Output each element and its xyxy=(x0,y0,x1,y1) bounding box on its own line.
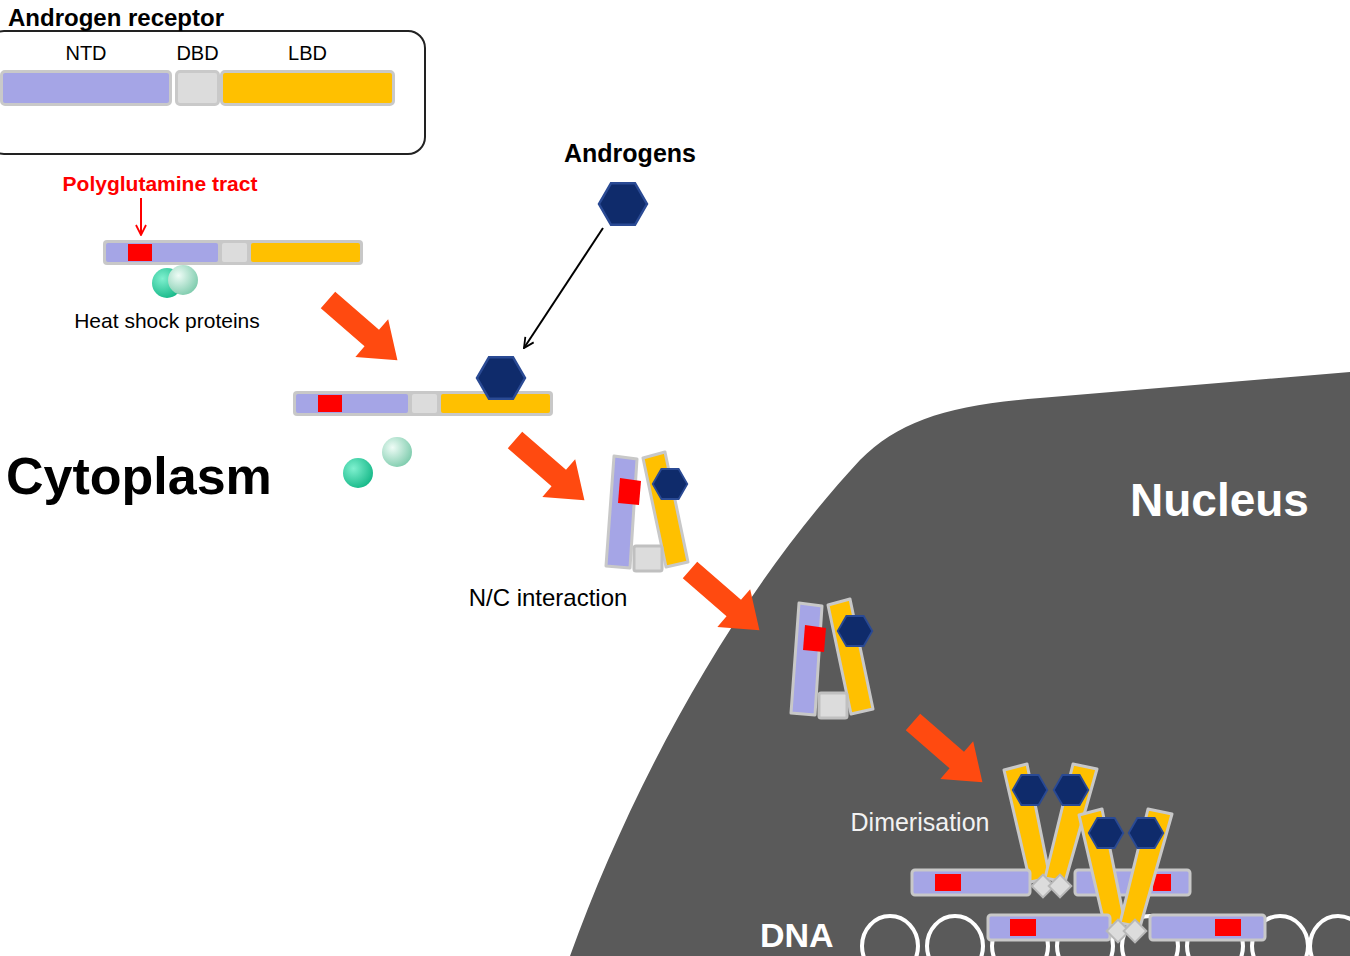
pointer-line xyxy=(140,198,142,235)
ntd-segment xyxy=(1150,915,1265,940)
receptor-bar xyxy=(293,391,553,416)
polyglutamine-segment xyxy=(1010,919,1036,936)
heat-shock-protein xyxy=(152,268,182,298)
dbd-segment xyxy=(1032,875,1055,898)
legend-box: Androgen receptorNTDDBDLBD xyxy=(0,30,426,155)
receptor-bar xyxy=(103,240,363,265)
heat-shock-protein xyxy=(382,437,412,467)
annotation-label: Heat shock proteins xyxy=(74,309,260,333)
dna-loop xyxy=(1187,916,1243,956)
dna-loop xyxy=(862,916,918,956)
folded-receptor xyxy=(791,599,873,718)
dbd-segment xyxy=(1049,875,1072,898)
androgen-hexagon xyxy=(1054,775,1089,805)
polyglutamine-segment xyxy=(1215,919,1241,936)
lbd-domain: LBD xyxy=(220,70,395,106)
ntd-domain: NTD xyxy=(0,70,172,106)
androgen-hexagon xyxy=(1013,775,1048,805)
dna-loop xyxy=(1252,916,1308,956)
dna-loop xyxy=(927,916,983,956)
dbd-domain: DBD xyxy=(175,70,220,106)
process-arrow xyxy=(499,421,601,519)
lbd-segment xyxy=(1079,809,1125,927)
dbd-segment xyxy=(1124,920,1147,943)
region-label: Cytoplasm xyxy=(6,447,272,507)
ntd-domain-text: NTD xyxy=(65,42,106,65)
ntd-segment xyxy=(988,915,1110,940)
lbd-domain-text: LBD xyxy=(288,42,327,65)
dbd-domain-text: DBD xyxy=(176,42,218,65)
nucleus-region: Nucleus xyxy=(570,370,1350,956)
androgen-hexagon xyxy=(1089,818,1124,848)
androgen-hexagon xyxy=(599,183,647,225)
dna-helix xyxy=(862,916,1350,956)
step-label: N/C interaction xyxy=(469,584,628,612)
androgen-hexagon xyxy=(477,357,525,399)
annotation-label: Androgens xyxy=(564,139,696,168)
folded-receptor xyxy=(606,452,688,571)
ntd-segment xyxy=(912,870,1030,895)
ntd-segment xyxy=(1075,870,1190,895)
dna-loop xyxy=(1057,916,1113,956)
androgen-hexagon xyxy=(1129,818,1164,848)
nucleus-region-outline xyxy=(570,370,1350,956)
annotation-label: Polyglutamine tract xyxy=(63,172,258,196)
dna-loop xyxy=(1310,916,1350,956)
process-arrow xyxy=(312,281,414,379)
nucleus-region-text: Nucleus xyxy=(1130,474,1309,527)
dna-loop xyxy=(992,916,1048,956)
lbd-segment xyxy=(1004,764,1050,882)
lbd-segment xyxy=(1120,809,1172,927)
dna-loop xyxy=(1122,916,1178,956)
lbd-segment xyxy=(1045,764,1097,882)
pointer-line xyxy=(524,228,603,348)
polyglutamine-segment xyxy=(1153,874,1171,891)
heat-shock-protein xyxy=(168,265,198,295)
dbd-segment xyxy=(1107,920,1130,943)
nucleus-region-shape xyxy=(570,372,1350,956)
polyglutamine-segment xyxy=(935,874,961,891)
process-arrow xyxy=(674,551,776,649)
heat-shock-protein xyxy=(343,458,373,488)
legend-box-text: Androgen receptor xyxy=(8,4,224,32)
process-arrow xyxy=(897,703,999,801)
